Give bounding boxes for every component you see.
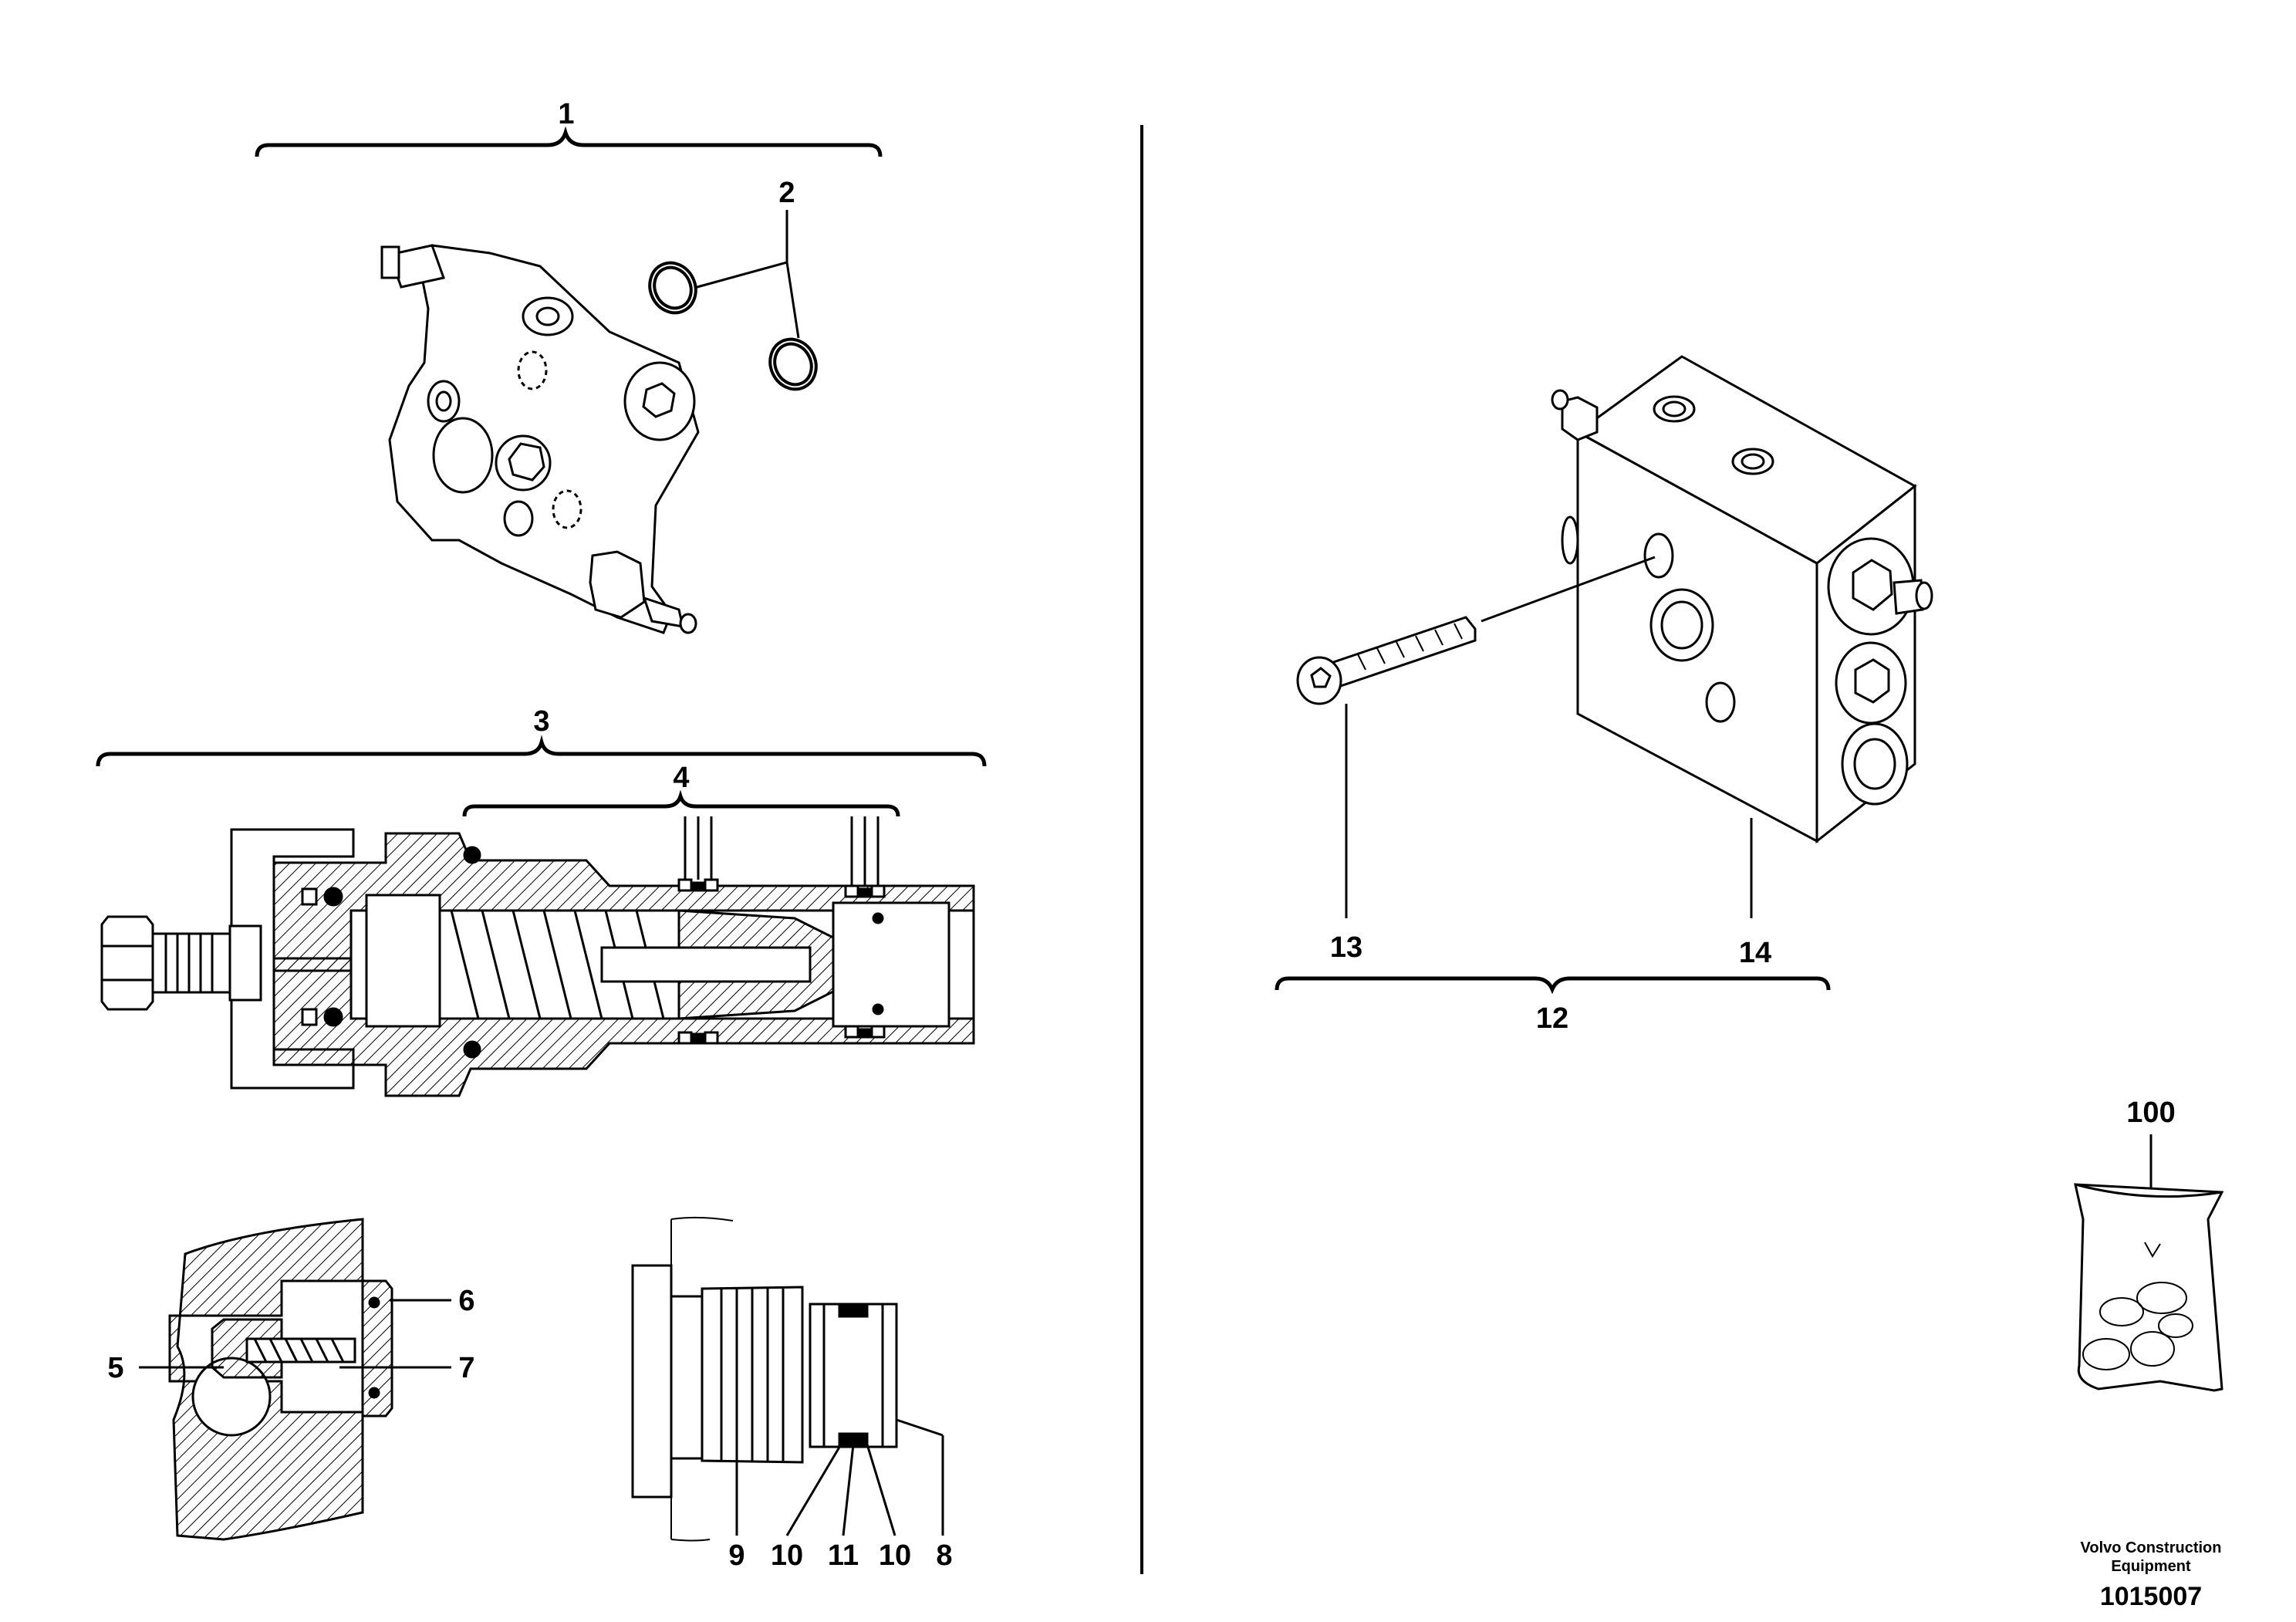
relief-valve-assembly [380, 244, 700, 634]
o-rings [648, 261, 818, 391]
leader-2 [694, 210, 800, 339]
relief-valve-cross-section [100, 816, 975, 1097]
valve-block [1551, 355, 1933, 844]
callout-10-right: 10 [879, 1539, 911, 1572]
leaders-5-6-7 [139, 1299, 451, 1369]
callout-6: 6 [458, 1285, 474, 1317]
callout-14: 14 [1739, 937, 1771, 969]
bracket-4 [462, 789, 900, 817]
callout-5: 5 [107, 1352, 123, 1384]
callout-11: 11 [828, 1539, 859, 1572]
bracket-3 [96, 735, 987, 767]
bracket-1 [255, 126, 883, 157]
callout-2: 2 [778, 177, 795, 209]
leaders-8-11 [735, 1418, 944, 1536]
callout-12: 12 [1536, 1002, 1568, 1035]
callout-13: 13 [1330, 931, 1362, 964]
detail-cartridge [631, 1216, 898, 1542]
parts-bag [2074, 1183, 2224, 1392]
bracket-12 [1275, 976, 1831, 995]
callout-3: 3 [533, 705, 549, 738]
callout-4: 4 [673, 762, 689, 794]
callout-1: 1 [558, 98, 574, 130]
detail-plug-section [168, 1218, 393, 1541]
leaders-12 [1345, 556, 1753, 918]
callout-7: 7 [458, 1352, 474, 1384]
cap-screw [1296, 616, 1477, 705]
callout-100: 100 [2126, 1097, 2175, 1129]
company-line-2: Equipment [2111, 1558, 2191, 1575]
company-line-1: Volvo Construction [2081, 1539, 2222, 1556]
callout-9: 9 [728, 1539, 745, 1572]
spring-coils [450, 910, 665, 1019]
drawing-number: 1015007 [2100, 1582, 2202, 1611]
callout-8: 8 [936, 1539, 952, 1572]
callout-10-left: 10 [771, 1539, 803, 1572]
